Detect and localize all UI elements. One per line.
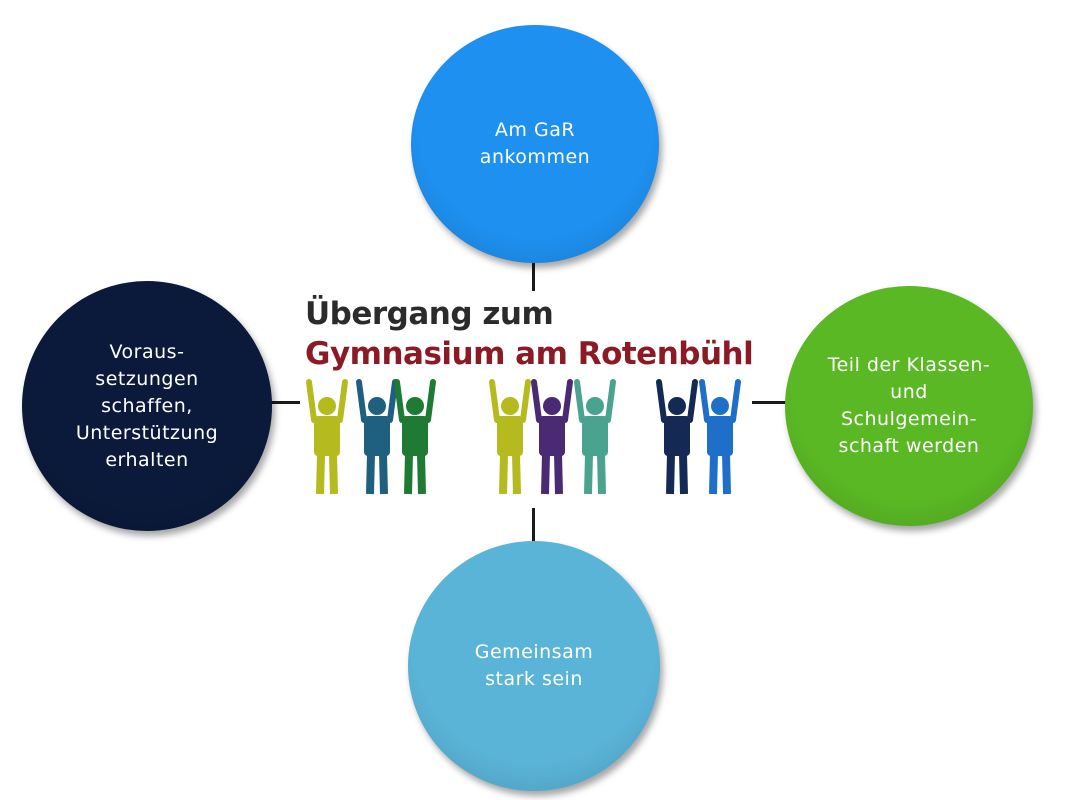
node-gemeinsam-stark: Gemeinsam stark sein: [408, 541, 660, 791]
node-am-gar-ankommen: Am GaR ankommen: [411, 25, 659, 263]
connector-right: [752, 401, 787, 404]
node-teil-der-klassen: Teil der Klassen- und Schulgemein- schaf…: [785, 286, 1033, 526]
people-figures-icon: [306, 379, 741, 495]
logo-title-line2: Gymnasium am Rotenbühl: [305, 336, 754, 372]
person-figure-icon: [531, 379, 573, 495]
connector-left: [270, 401, 300, 404]
person-figure-icon: [656, 379, 698, 495]
person-figure-icon: [394, 379, 436, 495]
person-figure-icon: [489, 379, 531, 495]
connector-top: [532, 261, 535, 291]
node-label: Am GaR ankommen: [479, 119, 591, 168]
person-figure-icon: [574, 379, 616, 495]
person-figure-icon: [356, 379, 398, 495]
node-label: Teil der Klassen- und Schulgemein- schaf…: [827, 354, 991, 457]
person-figure-icon: [699, 379, 741, 495]
person-figure-icon: [306, 379, 348, 495]
school-logo: Übergang zum Gymnasium am Rotenbühl: [305, 296, 754, 501]
logo-title-line1: Übergang zum: [305, 296, 554, 332]
node-label: Gemeinsam stark sein: [474, 641, 594, 690]
node-label: Voraus- setzungen schaffen, Unterstützun…: [75, 340, 219, 471]
node-voraussetzungen: Voraus- setzungen schaffen, Unterstützun…: [22, 281, 272, 531]
connector-bottom: [532, 508, 535, 544]
